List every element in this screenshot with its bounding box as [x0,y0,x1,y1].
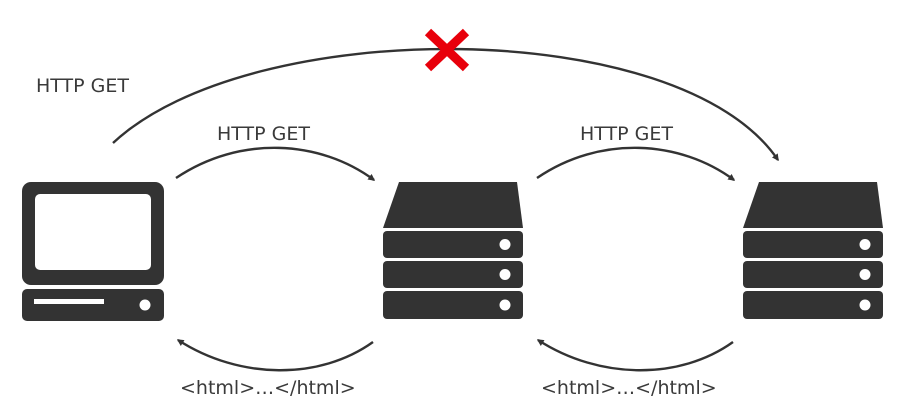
proxy-to-server-arrow [536,146,736,181]
direct-request-label: HTTP GET [36,75,129,97]
client-computer-icon [22,182,164,321]
proxy-to-client-response-arrow [176,338,374,372]
proxy-server-icon [383,182,523,319]
server-to-proxy-response-label: <html>…</html> [541,377,717,399]
server-to-proxy-response-arrow [536,338,734,372]
proxy-to-client-response-label: <html>…</html> [180,377,356,399]
proxy-to-server-label: HTTP GET [580,123,673,145]
direct-request-arrow [112,47,779,162]
blocked-x-icon [424,28,470,72]
client-to-proxy-arrow [175,146,376,181]
origin-server-icon [743,182,883,319]
client-to-proxy-label: HTTP GET [217,123,310,145]
